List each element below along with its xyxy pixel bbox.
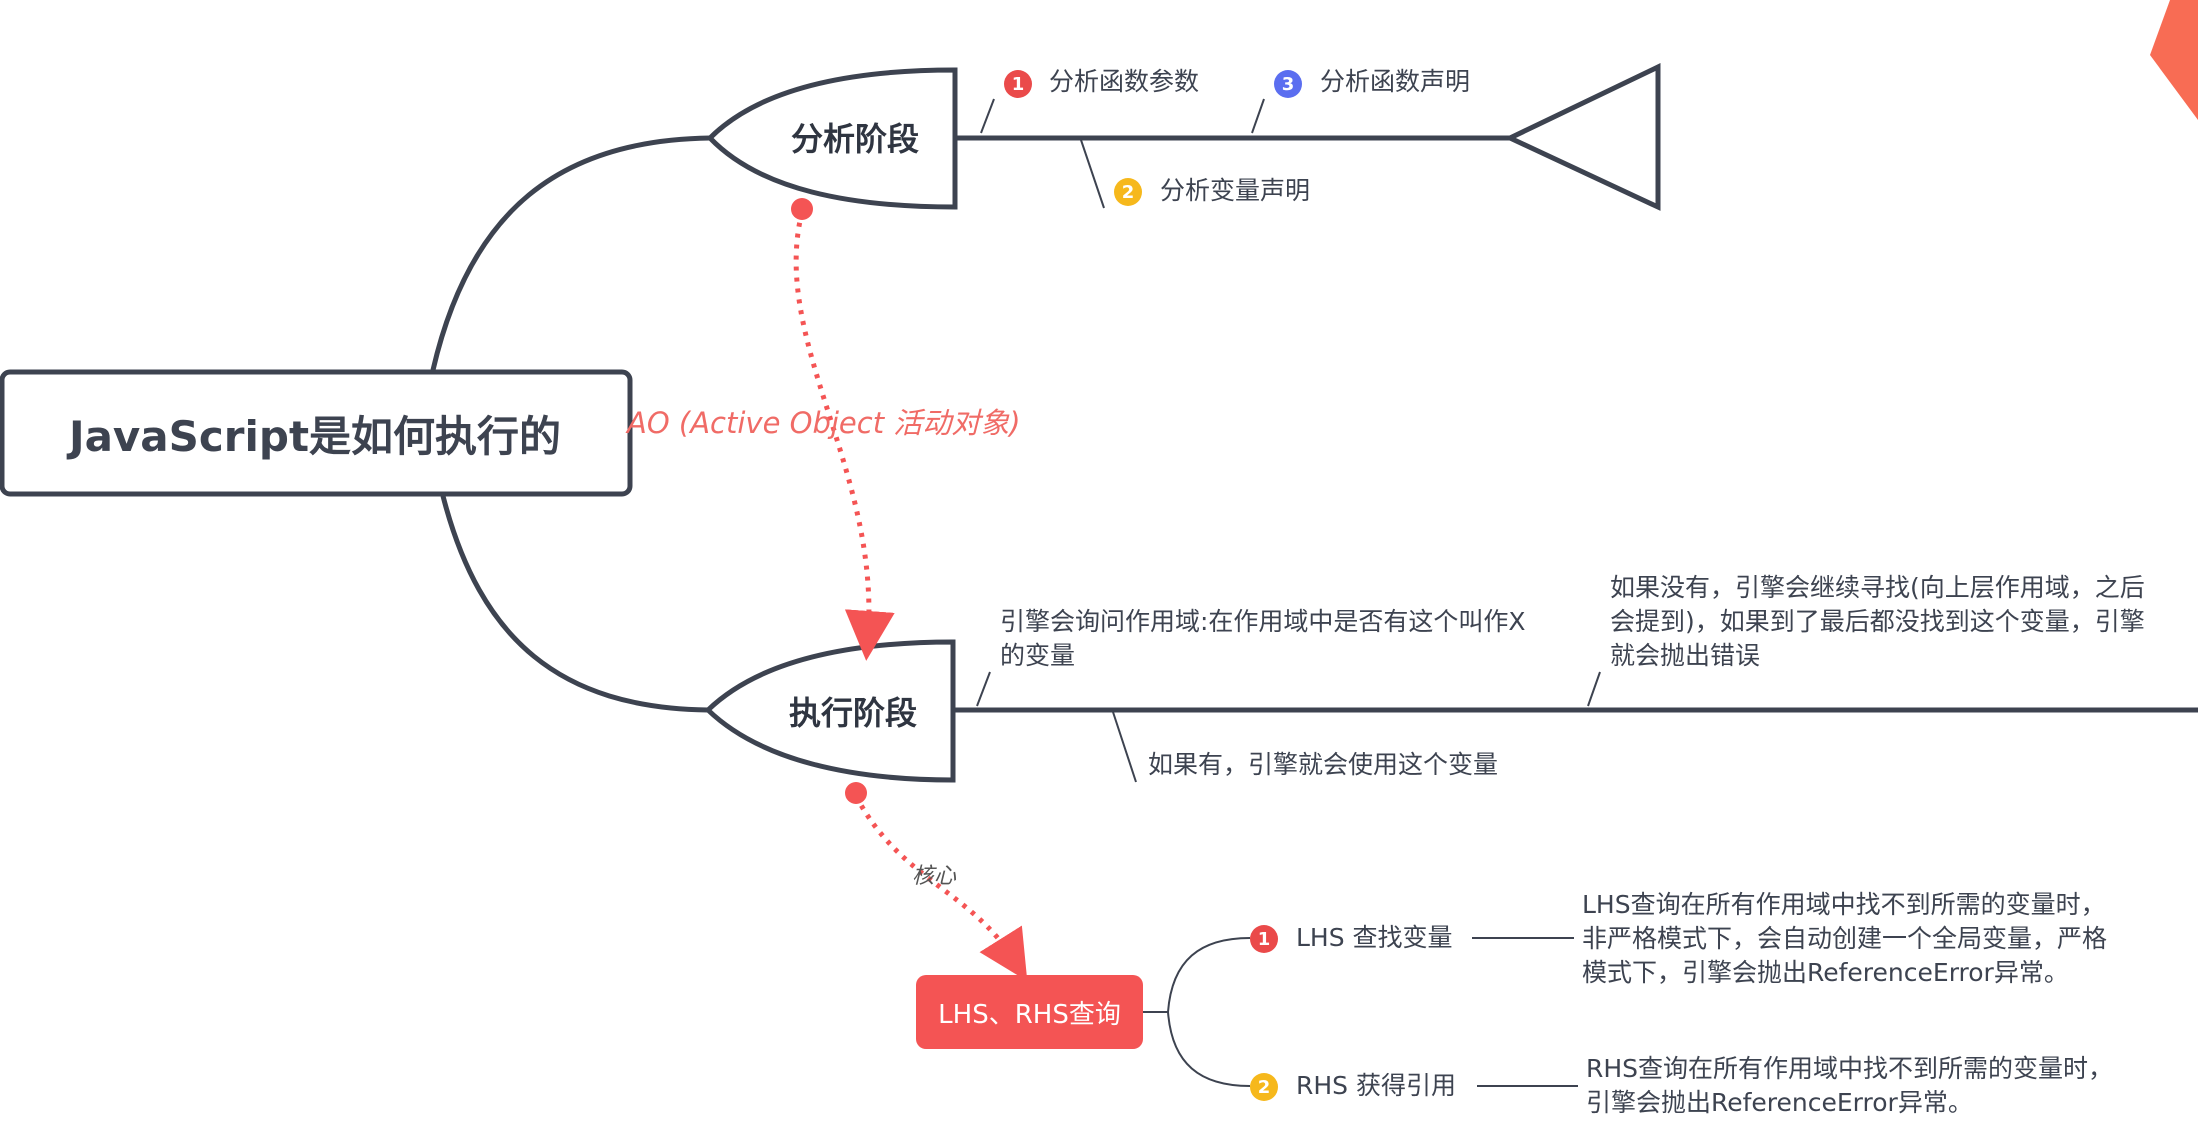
ao-relation-start [791,198,813,220]
analysis-shape[interactable] [706,67,958,210]
query-branch-rhs [1167,1011,1251,1087]
execution-label: 执行阶段 [788,694,917,732]
rhs-desc-1: RHS查询在所有作用域中找不到所需的变量时， [1586,1054,2114,1083]
rhs-badge-icon: 2 [1250,1073,1278,1101]
badge-1-icon: 1 [1004,70,1032,98]
badge-3-icon: 3 [1274,70,1302,98]
core-relation-start [845,782,867,804]
branch-to-execution [440,495,709,713]
query-branch-lhs [1167,937,1251,1013]
execution-item-ask-2: 的变量 [1000,641,1076,670]
badge-2-icon: 2 [1114,178,1142,206]
analysis-tick-1 [980,98,995,134]
rhs-desc-2: 引擎会抛出ReferenceError异常。 [1586,1088,1973,1117]
analysis-tick-2 [1080,139,1105,209]
analysis-item-params: 分析函数参数 [1049,67,1200,96]
lhs-badge-icon: 1 [1250,925,1278,953]
execution-tick-3 [1587,671,1601,707]
execution-item-no-1: 如果没有，引擎会继续寻找(向上层作用域，之后 [1610,573,2145,602]
execution-tick-2 [1112,711,1137,783]
analysis-tick-3 [1251,98,1265,134]
execution-item-no-3: 就会抛出错误 [1610,641,1761,670]
execution-item-yes: 如果有，引擎就会使用这个变量 [1148,750,1499,779]
analysis-item-vars: 分析变量声明 [1160,176,1311,205]
execution-item-no-2: 会提到)，如果到了最后都没找到这个变量，引擎 [1610,607,2145,636]
core-relation-line [853,794,1028,982]
root-title: JavaScript是如何执行的 [68,411,562,461]
analysis-label: 分析阶段 [790,120,919,158]
edge-decoration [2150,0,2198,120]
query-node[interactable]: LHS、RHS查询 [916,975,1143,1049]
execution-tick-1 [976,671,991,707]
analysis-item-functions: 分析函数声明 [1320,67,1471,96]
analysis-end-triangle [1504,63,1661,211]
lhs-desc-3: 模式下，引擎会抛出ReferenceError异常。 [1582,958,2069,987]
execution-item-ask-1: 引擎会询问作用域:在作用域中是否有这个叫作X [1000,607,1526,636]
root-box[interactable] [0,369,633,497]
lhs-label: LHS 查找变量 [1296,923,1453,952]
core-relation-label: 核心 [912,864,957,889]
lhs-desc-2: 非严格模式下，会自动创建一个全局变量，严格 [1582,924,2108,953]
rhs-label: RHS 获得引用 [1296,1071,1456,1100]
ao-relation-label: AO (Active Object 活动对象) [627,406,1021,440]
lhs-desc-1: LHS查询在所有作用域中找不到所需的变量时， [1582,890,2106,919]
branch-to-analysis [430,135,711,371]
